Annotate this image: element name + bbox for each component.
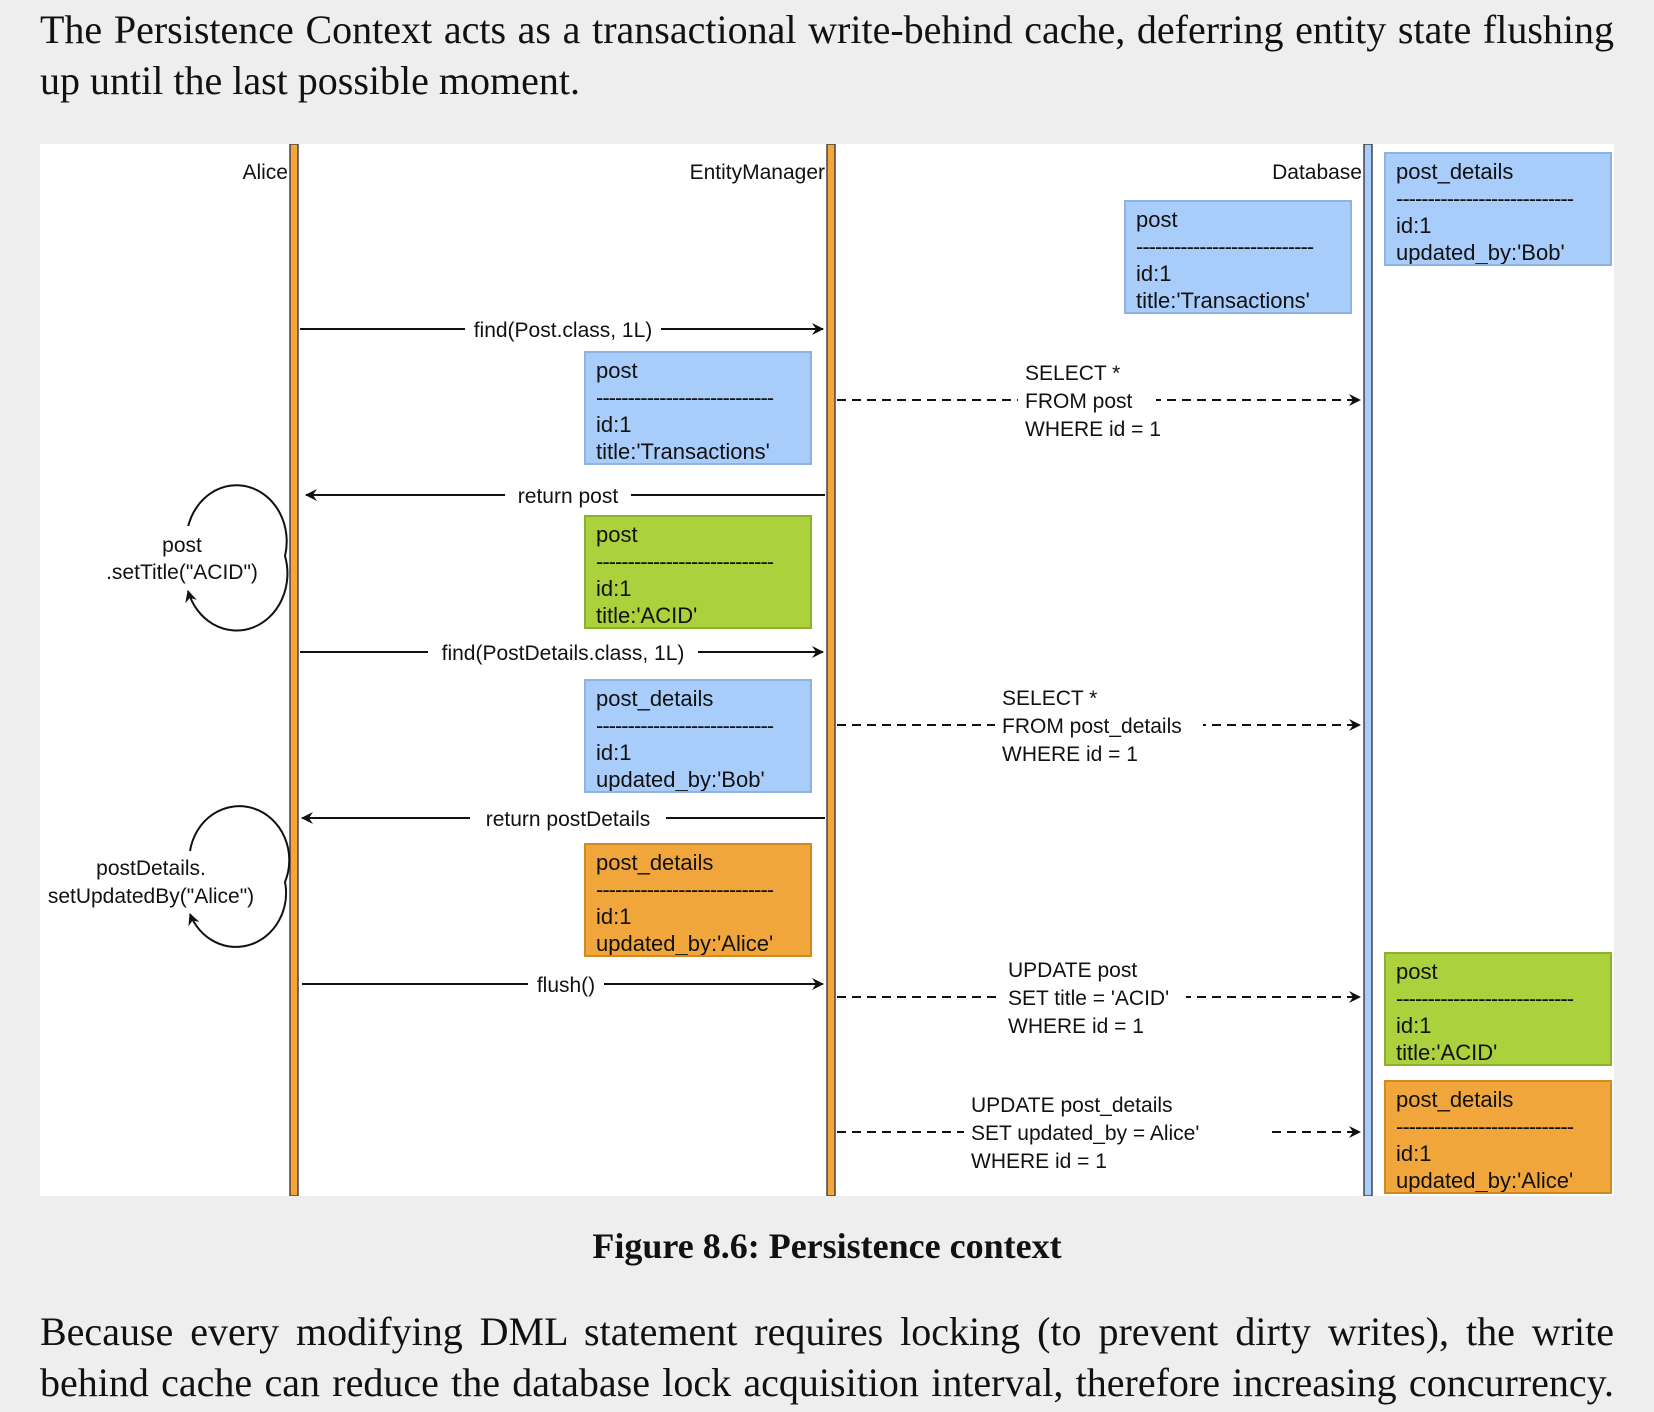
set-updated-by-self-call [188, 805, 291, 948]
db-post-name: post [1136, 207, 1178, 232]
db-post-details-id: id:1 [1396, 213, 1432, 238]
set-updated-by-label-1: postDetails. [96, 857, 206, 880]
db-post-updated-value: title:'ACID' [1396, 1040, 1498, 1065]
set-updated-by-label-2: setUpdatedBy("Alice") [48, 885, 254, 908]
db-post-details-updated-separator: ---------------------------- [1396, 1114, 1574, 1139]
pc-post-details-loaded-box: post_details ---------------------------… [584, 679, 812, 793]
select-post-details-line-1: SELECT * [1002, 687, 1097, 710]
pc-post-loaded-value: title:'Transactions' [596, 439, 770, 464]
db-post-updated-separator: ---------------------------- [1396, 986, 1574, 1011]
return-post-details-label: return postDetails [486, 808, 651, 831]
set-title-label-1: post [162, 534, 202, 557]
select-post-details-line-3: WHERE id = 1 [1002, 743, 1138, 766]
pc-post-details-modified-separator: ---------------------------- [596, 877, 774, 902]
pc-post-loaded-name: post [596, 358, 638, 383]
update-post-line-3: WHERE id = 1 [1008, 1015, 1144, 1038]
alice-lifeline [289, 144, 299, 1196]
db-post-updated-name: post [1396, 959, 1438, 984]
db-post-details-updated-id: id:1 [1396, 1141, 1432, 1166]
find-post-details-label: find(PostDetails.class, 1L) [442, 642, 685, 665]
set-title-label-2: .setTitle("ACID") [106, 561, 258, 584]
entity-manager-lifeline [826, 144, 836, 1196]
db-post-details-name: post_details [1396, 159, 1514, 184]
update-post-details-line-2: SET updated_by = Alice' [971, 1122, 1199, 1145]
sequence-diagram: Alice EntityManager Database find(Post.c… [40, 144, 1614, 1196]
db-post-details-box: post_details ---------------------------… [1384, 152, 1612, 266]
db-post-details-updated-value: updated_by:'Alice' [1396, 1168, 1574, 1193]
select-post-line-2: FROM post [1025, 390, 1133, 413]
pc-post-details-loaded-separator: ---------------------------- [596, 713, 774, 738]
pc-post-loaded-id: id:1 [596, 412, 632, 437]
find-post-label: find(Post.class, 1L) [474, 319, 653, 342]
update-post-details-line-3: WHERE id = 1 [971, 1150, 1107, 1173]
entity-manager-title: EntityManager [690, 161, 825, 184]
pc-post-modified-value: title:'ACID' [596, 603, 698, 628]
update-post-details-line-1: UPDATE post_details [971, 1094, 1173, 1117]
pc-post-details-loaded-id: id:1 [596, 740, 632, 765]
pc-post-modified-id: id:1 [596, 576, 632, 601]
flush-label: flush() [537, 974, 595, 997]
figure-caption: Figure 8.6: Persistence context [592, 1226, 1062, 1266]
db-post-updated-box: post ---------------------------- id:1 t… [1384, 952, 1612, 1066]
pc-post-details-modified-name: post_details [596, 850, 714, 875]
db-post-id: id:1 [1136, 261, 1172, 286]
update-post-line-1: UPDATE post [1008, 959, 1137, 982]
pc-post-loaded-separator: ---------------------------- [596, 385, 774, 410]
db-post-box: post ---------------------------- id:1 t… [1124, 200, 1352, 314]
pc-post-details-modified-value: updated_by:'Alice' [596, 931, 774, 956]
db-post-details-updated-name: post_details [1396, 1087, 1514, 1112]
return-post-label: return post [518, 485, 619, 508]
db-post-details-updated-box: post_details ---------------------------… [1384, 1080, 1612, 1194]
select-post-line-3: WHERE id = 1 [1025, 418, 1161, 441]
db-post-value: title:'Transactions' [1136, 288, 1310, 313]
select-post-line-1: SELECT * [1025, 362, 1120, 385]
closing-paragraph: Because every modifying DML statement re… [40, 1309, 1614, 1405]
set-title-self-call [185, 484, 289, 632]
pc-post-details-loaded-name: post_details [596, 686, 714, 711]
pc-post-modified-name: post [596, 522, 638, 547]
pc-post-details-loaded-value: updated_by:'Bob' [596, 767, 765, 792]
db-post-updated-id: id:1 [1396, 1013, 1432, 1038]
select-post-details-line-2: FROM post_details [1002, 715, 1182, 738]
pc-post-modified-box: post ---------------------------- id:1 t… [584, 515, 812, 629]
pc-post-details-modified-id: id:1 [596, 904, 632, 929]
db-post-details-value: updated_by:'Bob' [1396, 240, 1565, 265]
db-post-details-separator: ---------------------------- [1396, 186, 1574, 211]
alice-title: Alice [242, 161, 288, 184]
database-title: Database [1272, 161, 1362, 184]
db-post-separator: ---------------------------- [1136, 234, 1314, 259]
database-lifeline [1363, 144, 1373, 1196]
pc-post-details-modified-box: post_details ---------------------------… [584, 843, 812, 957]
pc-post-modified-separator: ---------------------------- [596, 549, 774, 574]
intro-paragraph: The Persistence Context acts as a transa… [40, 7, 1614, 103]
pc-post-loaded-box: post ---------------------------- id:1 t… [584, 351, 812, 465]
diagram-canvas: Alice EntityManager Database find(Post.c… [40, 144, 1373, 1196]
update-post-line-2: SET title = 'ACID' [1008, 987, 1169, 1010]
